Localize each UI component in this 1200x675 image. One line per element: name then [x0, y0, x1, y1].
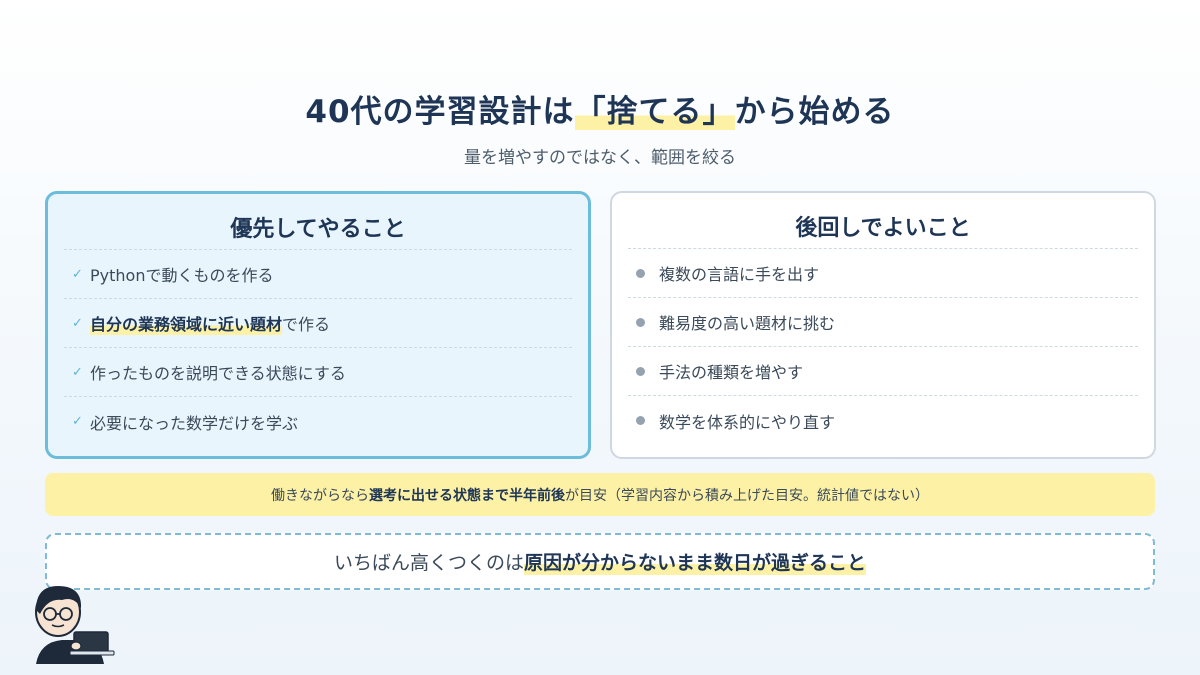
list-item-label: 複数の言語に手を出す [659, 265, 820, 284]
note-bold: 選考に出せる状態まで半年前後 [369, 487, 565, 504]
later-card: 後回しでよいこと 複数の言語に手を出す 難易度の高い題材に挑む 手法の種類を増や… [610, 191, 1156, 459]
list-item: 数学を体系的にやり直す [628, 396, 1138, 445]
priority-list: ✓ Pythonで動くものを作る ✓ 自分の業務領域に近い題材で作る ✓ 作った… [64, 249, 572, 446]
list-item: 複数の言語に手を出す [628, 249, 1138, 298]
later-list: 複数の言語に手を出す 難易度の高い題材に挑む 手法の種類を増やす 数学を体系的に… [628, 248, 1138, 445]
list-item: ✓ 作ったものを説明できる状態にする [64, 348, 572, 397]
list-item: ✓ 必要になった数学だけを学ぶ [64, 397, 572, 446]
list-item: 難易度の高い題材に挑む [628, 298, 1138, 347]
title-post: から始める [734, 94, 895, 130]
callout-strong: 原因が分からないまま数日が過ぎること [524, 548, 867, 575]
key-callout: いちばん高くつくのは原因が分からないまま数日が過ぎること [45, 533, 1155, 590]
priority-card-title: 優先してやること [230, 217, 406, 242]
presenter-avatar-icon [35, 586, 115, 664]
list-item-label: 必要になった数学だけを学ぶ [90, 413, 299, 433]
list-item-label: で作る [282, 315, 331, 334]
note-post: が目安（学習内容から積み上げた目安。統計値ではない） [565, 487, 929, 504]
list-item-label: 難易度の高い題材に挑む [659, 314, 836, 333]
list-item: 手法の種類を増やす [628, 347, 1138, 396]
list-item: ✓ 自分の業務領域に近い題材で作る [64, 299, 572, 348]
note-pre: 働きながらなら [271, 487, 369, 504]
page-title: 40代の学習設計は「捨てる」から始める [0, 86, 1200, 131]
page-subtitle: 量を増やすのではなく、範囲を絞る [464, 148, 736, 168]
title-highlight: 「捨てる」 [574, 94, 735, 130]
list-item-emphasis: 自分の業務領域に近い題材 [90, 311, 283, 335]
title-pre: 40代の学習設計は [305, 94, 575, 130]
check-icon: ✓ [72, 364, 83, 380]
check-icon: ✓ [72, 414, 83, 429]
bullet-dot-icon [636, 416, 645, 425]
callout-pre: いちばん高くつくのは [333, 552, 524, 574]
list-item-label: 手法の種類を増やす [659, 363, 804, 382]
list-item-label: 作ったものを説明できる状態にする [90, 364, 346, 383]
bullet-dot-icon [636, 366, 645, 376]
list-item-label: 数学を体系的にやり直す [659, 412, 836, 432]
check-icon: ✓ [72, 315, 83, 331]
bullet-dot-icon [636, 317, 645, 327]
priority-card: 優先してやること ✓ Pythonで動くものを作る ✓ 自分の業務領域に近い題材… [45, 191, 591, 459]
list-item: ✓ Pythonで動くものを作る [64, 250, 572, 299]
list-item-label: Pythonで動くものを作る [90, 266, 274, 285]
check-icon: ✓ [72, 266, 83, 282]
timeline-note: 働きながらなら選考に出せる状態まで半年前後が目安（学習内容から積み上げた目安。統… [45, 473, 1155, 516]
bullet-dot-icon [636, 268, 645, 278]
later-card-title: 後回しでよいこと [795, 216, 971, 241]
